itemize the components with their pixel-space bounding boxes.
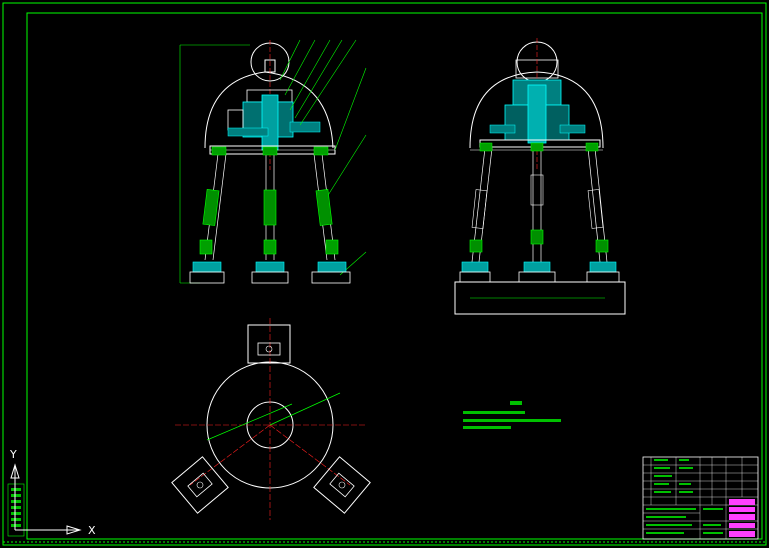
top-view[interactable] <box>171 318 371 520</box>
front-leg-center[interactable] <box>251 154 289 284</box>
side-ground-base <box>454 281 626 315</box>
front-leg-right[interactable] <box>311 153 351 284</box>
ucs-icon: Y X <box>9 448 96 537</box>
side-view[interactable] <box>454 38 626 315</box>
technical-notes <box>463 401 561 429</box>
front-view[interactable] <box>179 39 367 284</box>
title-block <box>642 456 759 540</box>
layer-strip[interactable] <box>7 483 25 537</box>
side-leg-center[interactable] <box>518 148 556 283</box>
top-view-foot-right[interactable] <box>313 456 371 514</box>
top-view-foot-left[interactable] <box>171 456 229 514</box>
ucs-y-label: Y <box>9 448 17 461</box>
side-leg-right[interactable] <box>586 147 620 283</box>
front-leg-left[interactable] <box>189 153 227 284</box>
ucs-x-label: X <box>88 524 96 537</box>
side-leg-left[interactable] <box>459 147 493 283</box>
top-view-foot-top[interactable] <box>247 324 291 364</box>
inner-frame <box>26 12 763 540</box>
